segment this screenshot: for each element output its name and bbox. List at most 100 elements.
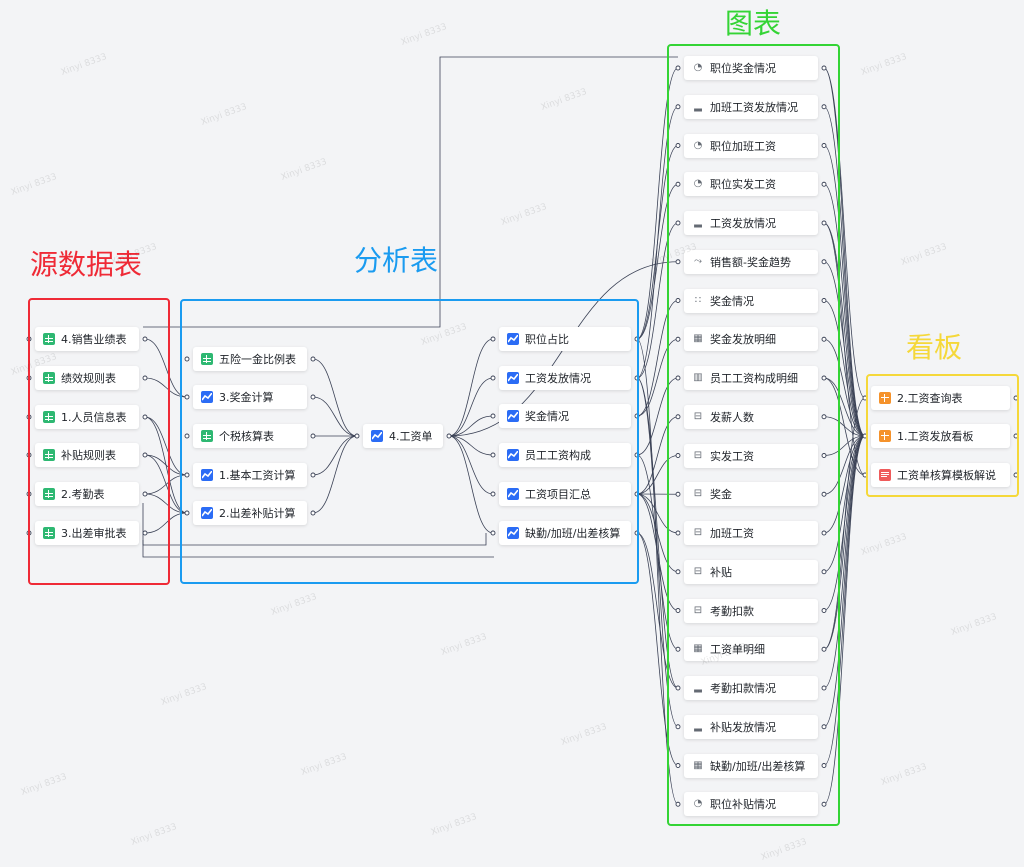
edge-r2-c2 [636, 106, 679, 379]
node-c11[interactable]: ⊟实发工资 [684, 443, 818, 468]
node-a3[interactable]: 个税核算表 [193, 424, 307, 448]
out-port-c17 [821, 685, 827, 691]
in-port-c8 [675, 336, 681, 342]
node-r4[interactable]: 员工工资构成 [499, 443, 631, 467]
in-port-r3 [490, 413, 496, 419]
edge-c5-d2 [823, 222, 866, 437]
node-label: 工资发放情况 [710, 217, 776, 230]
node-d1[interactable]: 2.工资查询表 [871, 386, 1010, 410]
out-port-a4 [310, 472, 316, 478]
node-w[interactable]: 4.工资单 [363, 424, 443, 448]
out-port-c9 [821, 375, 827, 381]
edge-c1-d2 [823, 67, 866, 437]
node-c17[interactable]: ▂考勤扣款情况 [684, 676, 818, 700]
node-label: 职位补贴情况 [710, 798, 776, 812]
table-sheet-icon [43, 333, 55, 345]
node-c14[interactable]: ⊟补贴 [684, 559, 818, 584]
node-label: 销售额-奖金趋势 [710, 255, 791, 269]
edge-s4-a4 [144, 454, 188, 476]
node-s4[interactable]: 补贴规则表 [35, 443, 139, 467]
node-c18[interactable]: ▂补贴发放情况 [684, 714, 818, 739]
bar-chart-icon: ▂ [694, 682, 702, 693]
node-c13[interactable]: ⊟加班工资 [684, 521, 818, 545]
in-port-c18 [675, 724, 681, 730]
node-label: 发薪人数 [710, 410, 754, 424]
metric-card-icon: ⊟ [693, 449, 703, 461]
out-port-s5 [142, 491, 148, 497]
node-s2[interactable]: 绩效规则表 [35, 366, 139, 390]
node-c15[interactable]: ⊟考勤扣款 [684, 598, 818, 623]
edge-c16-d2 [823, 435, 866, 650]
node-a5[interactable]: 2.出差补贴计算 [193, 501, 307, 525]
node-r2[interactable]: 工资发放情况 [499, 366, 631, 390]
node-s6[interactable]: 3.出差审批表 [35, 521, 139, 545]
node-label: 缺勤/加班/出差核算 [525, 527, 621, 540]
edge-r1-c1 [636, 67, 679, 340]
node-s5[interactable]: 2.考勤表 [35, 482, 139, 506]
node-a4[interactable]: 1.基本工资计算 [193, 463, 307, 487]
node-c16[interactable]: ▦工资单明细 [684, 637, 818, 662]
edge-c17-d2 [823, 435, 866, 689]
node-label: 补贴规则表 [61, 449, 116, 462]
metric-card-icon: ⊟ [693, 527, 703, 538]
node-d3[interactable]: 工资单核算模板解说 [871, 463, 1010, 487]
node-label: 2.考勤表 [61, 488, 105, 501]
out-port-c6 [821, 259, 827, 265]
out-port-s6 [142, 530, 148, 536]
node-c5[interactable]: ▂工资发放情况 [684, 211, 818, 235]
document-icon [879, 469, 891, 481]
routed-edge-1 [142, 503, 487, 546]
node-c2[interactable]: ▂加班工资发放情况 [684, 94, 818, 119]
node-d2[interactable]: 1.工资发放看板 [871, 424, 1010, 448]
node-label: 3.奖金计算 [219, 391, 274, 404]
edge-s5-a4 [144, 474, 188, 495]
edge-r6-c19 [636, 532, 679, 766]
node-c9[interactable]: ▥员工工资构成明细 [684, 366, 818, 390]
analysis-tables-title: 分析表 [354, 244, 439, 277]
table-sheet-icon [43, 488, 55, 500]
out-port-c12 [821, 491, 827, 497]
node-c1[interactable]: ◔职位奖金情况 [684, 56, 818, 80]
node-label: 加班工资发放情况 [710, 100, 798, 114]
node-c6[interactable]: ⤳销售额-奖金趋势 [684, 249, 818, 274]
node-c12[interactable]: ⊟奖金 [684, 482, 818, 507]
node-c3[interactable]: ◔职位加班工资 [684, 133, 818, 158]
node-r3[interactable]: 奖金情况 [499, 404, 631, 428]
edge-c3-d2 [823, 145, 866, 437]
node-label: 工资项目汇总 [525, 488, 591, 501]
scatter-chart-icon: ∷ [694, 294, 702, 306]
node-r5[interactable]: 工资项目汇总 [499, 482, 631, 506]
node-c7[interactable]: ∷奖金情况 [684, 288, 818, 313]
edge-c11-d2 [823, 435, 866, 456]
dashboards-frame [866, 374, 1019, 497]
edge-a4-w [312, 435, 358, 476]
out-port-c3 [821, 143, 827, 148]
table-sheet-icon [201, 430, 213, 442]
in-port-c20 [675, 801, 681, 807]
pie-chart-icon: ◔ [693, 139, 703, 151]
node-c10[interactable]: ⊟发薪人数 [684, 404, 818, 429]
out-port-s1 [142, 336, 148, 342]
node-r6[interactable]: 缺勤/加班/出差核算 [499, 521, 631, 545]
node-label: 1.人员信息表 [61, 411, 127, 424]
node-s1[interactable]: 4.销售业绩表 [35, 327, 139, 351]
out-port-c1 [821, 65, 827, 71]
out-port-a5 [310, 510, 316, 516]
node-a1[interactable]: 五险一金比例表 [193, 347, 307, 371]
node-c8[interactable]: ▦奖金发放明细 [684, 327, 818, 352]
node-label: 4.工资单 [389, 430, 433, 443]
edge-c5-d3 [823, 222, 866, 476]
edge-c16-d1 [823, 397, 866, 650]
node-c4[interactable]: ◔职位实发工资 [684, 172, 818, 197]
node-c19[interactable]: ▦缺勤/加班/出差核算 [684, 753, 818, 778]
edge-c1-d1 [823, 67, 866, 399]
node-r1[interactable]: 职位占比 [499, 327, 631, 351]
node-c20[interactable]: ◔职位补贴情况 [684, 792, 818, 817]
out-port-c8 [821, 336, 827, 342]
source-tables-frame [28, 298, 170, 585]
node-a2[interactable]: 3.奖金计算 [193, 385, 307, 409]
edge-c13-d2 [823, 435, 866, 534]
node-label: 职位奖金情况 [710, 62, 776, 75]
node-s3[interactable]: 1.人员信息表 [35, 405, 139, 429]
node-label: 4.销售业绩表 [61, 333, 127, 346]
